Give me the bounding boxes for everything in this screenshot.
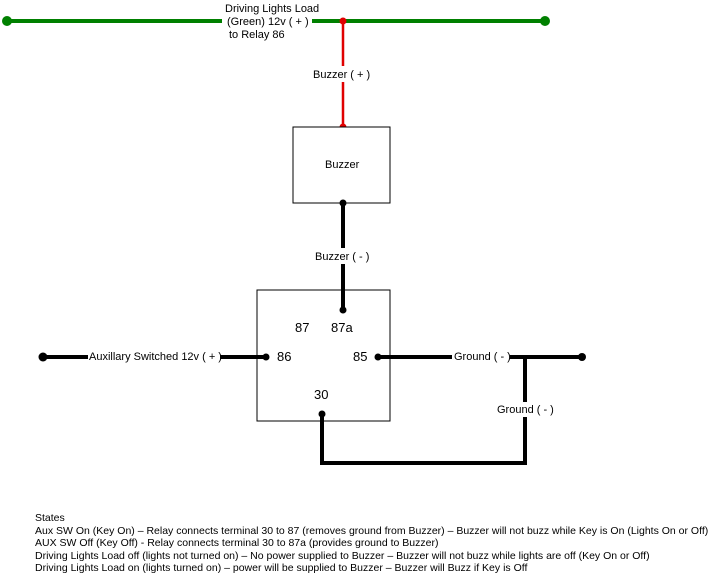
driving-load-label-1: Driving Lights Load: [225, 3, 319, 15]
buzzer-negative-terminal: [339, 199, 347, 207]
aux-label-bg: [88, 349, 220, 364]
states-title: States: [35, 512, 65, 524]
relay-pin-87: 87: [295, 320, 309, 335]
aux-switched-label: Auxillary Switched 12v ( + ): [89, 351, 222, 363]
buzzer-negative-label: Buzzer ( - ): [315, 251, 369, 263]
relay-pin-30: 30: [314, 387, 328, 402]
relay-85-terminal: [374, 353, 382, 361]
relay-30-terminal: [318, 410, 326, 418]
ground-wire-end: [578, 353, 586, 361]
relay-87a-terminal: [339, 306, 347, 314]
ground-right-label: Ground ( - ): [454, 351, 511, 363]
driving-wire-end-left: [2, 16, 12, 26]
ground-right-label-bg: [452, 349, 510, 364]
relay-pin-86: 86: [277, 349, 291, 364]
states-legend: States Aux SW On (Key On) – Relay connec…: [35, 512, 708, 575]
driving-wire-end-right: [540, 16, 550, 26]
buzzer-neg-label-bg: [313, 248, 373, 264]
buzzer-positive-label: Buzzer ( + ): [313, 69, 370, 81]
driving-label-bg: [222, 3, 312, 45]
buzzer-box-label: Buzzer: [325, 159, 360, 171]
relay-86-terminal: [262, 353, 270, 361]
state-line-4: Driving Lights Load on (lights turned on…: [35, 562, 528, 574]
relay-pin-85: 85: [353, 349, 367, 364]
ground-lower-label: Ground ( - ): [497, 404, 554, 416]
state-line-2: AUX SW Off (Key Off) - Relay connects te…: [35, 537, 439, 549]
buzzer-positive-junction: [339, 17, 347, 25]
relay-pin-87a: 87a: [331, 320, 353, 335]
buzzer-pos-label-bg: [311, 66, 375, 82]
ground-lower-label-bg: [494, 402, 554, 417]
state-line-3: Driving Lights Load off (lights not turn…: [35, 549, 650, 562]
driving-load-label-3: to Relay 86: [229, 29, 285, 41]
state-line-1: Aux SW On (Key On) – Relay connects term…: [35, 524, 709, 537]
aux-wire-end: [38, 352, 48, 362]
driving-load-label-2: (Green) 12v ( + ): [227, 16, 309, 28]
